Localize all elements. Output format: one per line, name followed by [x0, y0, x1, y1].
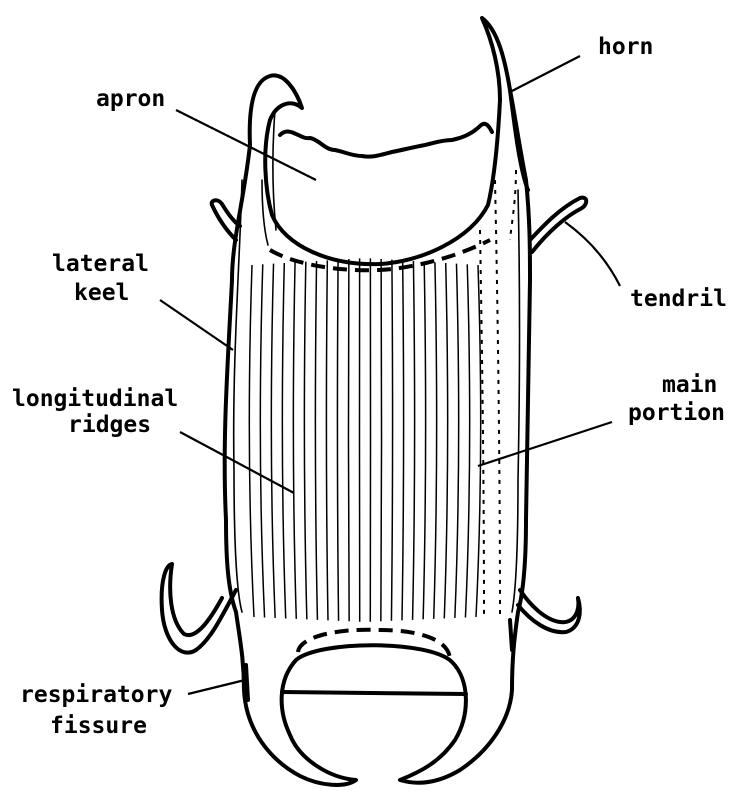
respiratory-fissure-leader: [188, 680, 245, 694]
tendril-leader: [565, 222, 620, 286]
longitudinal-ridge: [402, 260, 404, 620]
respiratory-fissure-label-line2: fissure: [50, 713, 147, 739]
longitudinal-ridge: [434, 262, 437, 619]
left-horn-inner-2: [273, 110, 276, 230]
longitudinal-ridges-label-line1: longitudinal: [12, 386, 178, 412]
apron-label: apron: [96, 86, 165, 112]
longitudinal-ridge: [260, 264, 264, 617]
dotted-line-3: [510, 170, 516, 240]
longitudinal-ridges-label-line2: ridges: [68, 412, 151, 438]
tendril-label: tendril: [630, 286, 727, 312]
longitudinal-ridge: [337, 260, 338, 621]
longitudinal-ridge: [455, 264, 459, 618]
lateral-keel-label-line1: lateral: [52, 251, 149, 277]
longitudinal-ridge: [413, 261, 415, 620]
longitudinal-ridge: [249, 265, 254, 617]
left-tendril-bottom: [162, 564, 236, 653]
dotted-line-2: [495, 180, 500, 620]
longitudinal-ridge: [282, 263, 285, 618]
respiratory-fissure-mark: [246, 665, 248, 700]
pouch-line: [282, 692, 466, 694]
main-portion-label-line1: main: [662, 372, 717, 398]
longitudinal-ridges-leader: [180, 432, 294, 493]
respiratory-fissure-label-line1: respiratory: [20, 682, 172, 708]
longitudinal-ridge: [271, 264, 275, 618]
longitudinal-ridge: [423, 262, 426, 620]
longitudinal-ridge: [465, 264, 469, 617]
horn-label: horn: [598, 34, 653, 60]
longitudinal-ridge: [315, 261, 317, 620]
egg-case-outline: [162, 18, 587, 785]
longitudinal-ridge: [391, 260, 392, 621]
apron-edge: [280, 124, 492, 157]
longitudinal-ridge: [348, 259, 349, 621]
main-portion-leader: [478, 422, 612, 466]
main-portion-label-line2: portion: [628, 400, 725, 426]
lateral-keel-line-2: [512, 190, 520, 612]
lateral-keel-label-line2: keel: [74, 280, 129, 306]
longitudinal-ridge: [326, 260, 328, 620]
respiratory-fissure-mark-right: [510, 620, 512, 650]
horn-leader: [510, 56, 580, 92]
longitudinal-ridge: [476, 265, 481, 617]
longitudinal-ridge: [304, 262, 307, 620]
lateral-keel-leader: [160, 300, 233, 350]
longitudinal-ridge: [381, 259, 382, 621]
longitudinal-ridge: [444, 263, 447, 618]
longitudinal-ridge: [293, 262, 296, 619]
right-tendril-top: [530, 198, 586, 252]
right-tendril-bottom: [518, 590, 580, 632]
left-body-edge: [225, 18, 530, 785]
longitudinal-ridges-group: [249, 258, 481, 621]
